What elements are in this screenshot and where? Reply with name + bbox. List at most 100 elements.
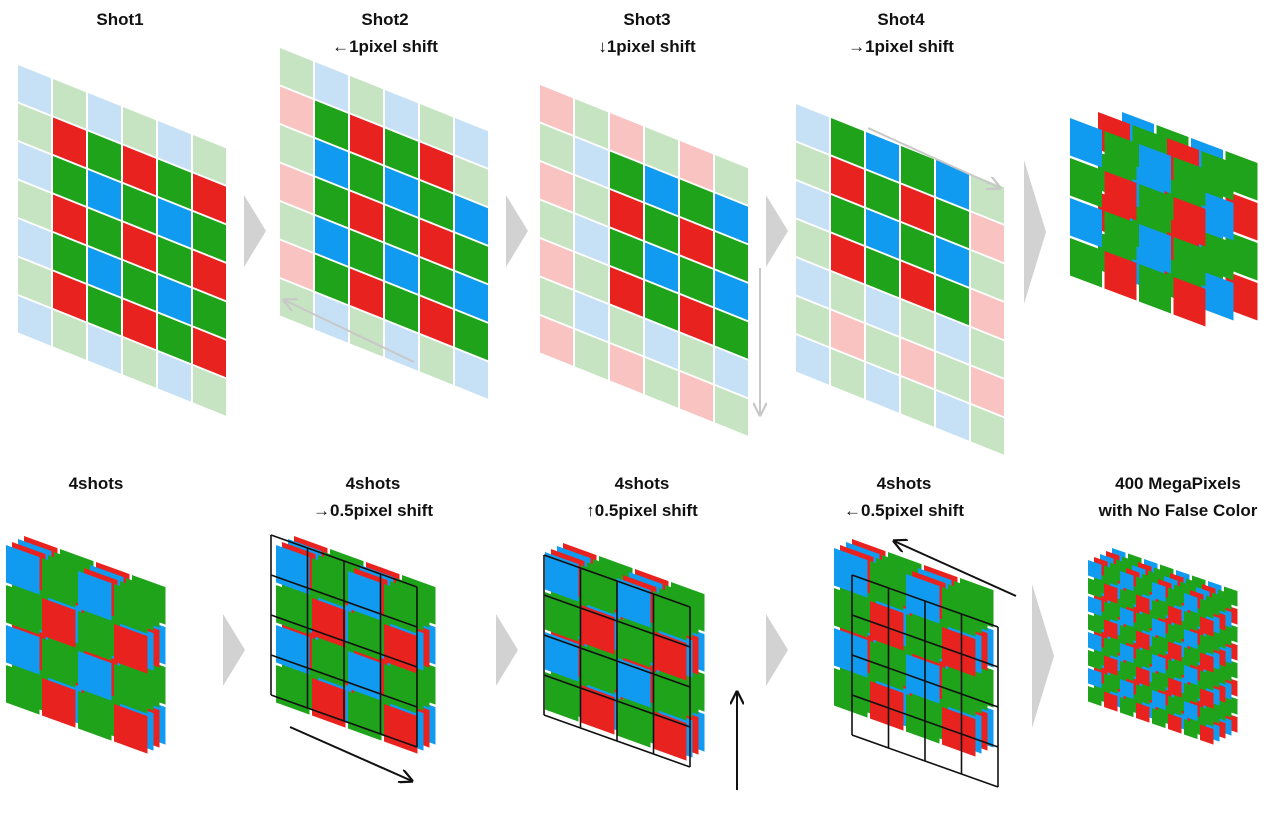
sensor-pixel <box>53 79 86 129</box>
sensor-pixel <box>78 611 112 661</box>
sensor-pixel <box>831 349 864 399</box>
sensor-pixel <box>420 219 453 270</box>
chevron-right-icon <box>1024 160 1046 304</box>
sensor-pixel <box>1120 625 1134 646</box>
sensor-pixel <box>575 253 608 303</box>
sensor-pixel <box>158 313 191 364</box>
sensor-pixel <box>575 214 608 265</box>
sensor-pixel <box>936 160 969 210</box>
sensor-pixel <box>971 328 1004 378</box>
sensor-pixel <box>645 127 678 177</box>
sensor-pixel <box>610 267 643 317</box>
sensor-pixel <box>1104 251 1137 301</box>
sensor-pixel <box>610 151 643 202</box>
sensor-pixel <box>645 358 678 408</box>
chevron-right-icon <box>766 614 788 686</box>
sensor-pixel <box>315 177 348 228</box>
sensor-pixel <box>796 335 829 385</box>
sensor-pixel <box>715 270 748 321</box>
sensor-pixel <box>866 132 899 182</box>
outline-grid-right <box>270 534 418 748</box>
sensor-pixel <box>53 117 86 168</box>
grid-shot4 <box>796 104 1004 455</box>
sensor-pixel <box>158 159 191 210</box>
sensor-pixel <box>1168 605 1182 626</box>
sensor-pixel <box>1088 596 1102 617</box>
sensor-pixel <box>1136 576 1150 597</box>
sensor-pixel <box>193 250 226 301</box>
sensor-pixel <box>1136 648 1150 669</box>
sensor-pixel <box>280 202 313 252</box>
sensor-pixel <box>1184 701 1198 722</box>
sensor-pixel <box>6 585 40 635</box>
sensor-pixel <box>455 233 488 284</box>
sensor-pixel <box>680 179 713 230</box>
sensor-pixel <box>42 638 76 688</box>
sensor-pixel <box>350 268 383 319</box>
sensor-pixel <box>942 627 976 677</box>
panel-label-4shots-up: 4shots↑0.5pixel shift <box>586 474 698 520</box>
sensor-pixel <box>385 205 418 256</box>
sensor-pixel <box>350 153 383 203</box>
sensor-pixel <box>123 145 156 196</box>
sensor-pixel <box>1200 724 1214 745</box>
sensor-pixel <box>1201 271 1234 321</box>
sensor-pixel <box>1168 587 1182 608</box>
sensor-pixel <box>715 386 748 436</box>
sensor-pixel <box>312 678 346 728</box>
sensor-pixel <box>901 261 934 312</box>
sensor-pixel <box>680 256 713 307</box>
sensor-pixel <box>1136 666 1150 687</box>
sensor-pixel <box>1184 647 1198 668</box>
sensor-pixel <box>193 173 226 224</box>
sensor-pixel <box>796 219 829 270</box>
sensor-pixel <box>645 165 678 216</box>
sensor-pixel <box>123 107 156 157</box>
sensor-pixel <box>936 391 969 441</box>
sensor-pixel <box>796 258 829 308</box>
sensor-pixel <box>420 181 453 231</box>
sensor-pixel <box>901 300 934 350</box>
sensor-pixel <box>350 114 383 165</box>
sensor-pixel <box>1088 650 1102 671</box>
sensor-pixel <box>831 195 864 245</box>
sensor-pixel <box>53 194 86 245</box>
sensor-pixel <box>1139 184 1171 234</box>
sensor-pixel <box>123 184 156 234</box>
sensor-pixel <box>1152 636 1166 657</box>
sensor-pixel <box>193 366 226 416</box>
sensor-pixel <box>715 193 748 244</box>
outline-grid-left <box>851 574 999 788</box>
sensor-pixel <box>18 257 51 308</box>
sensor-pixel <box>385 128 418 179</box>
sensor-pixel <box>831 118 864 168</box>
sensor-pixel <box>1104 131 1137 181</box>
sensor-pixel <box>276 665 310 715</box>
sensor-pixel <box>88 247 121 297</box>
sensor-pixel <box>384 664 418 714</box>
sensor-pixel <box>18 296 51 346</box>
sensor-pixel <box>88 131 121 182</box>
sensor-pixel <box>540 200 573 251</box>
sensor-pixel <box>114 584 148 634</box>
sensor-pixel <box>1152 690 1166 711</box>
sensor-pixel <box>1120 661 1134 682</box>
panel-label-shot3: Shot3↓1pixel shift <box>598 10 696 56</box>
sensor-pixel <box>158 352 191 402</box>
sensor-pixel <box>350 230 383 280</box>
sensor-pixel <box>540 316 573 366</box>
sensor-pixel <box>1184 629 1198 650</box>
sensor-pixel <box>1168 695 1182 716</box>
sensor-pixel <box>1088 686 1102 707</box>
sensor-pixel <box>384 584 418 634</box>
sensor-pixel <box>936 198 969 249</box>
grid-shot2 <box>280 48 488 399</box>
sensor-pixel <box>610 113 643 163</box>
sensor-pixel <box>280 125 313 175</box>
sensor-pixel <box>1173 197 1206 247</box>
sensor-pixel <box>123 261 156 311</box>
sensor-pixel <box>1104 655 1118 676</box>
sensor-pixel <box>610 344 643 394</box>
